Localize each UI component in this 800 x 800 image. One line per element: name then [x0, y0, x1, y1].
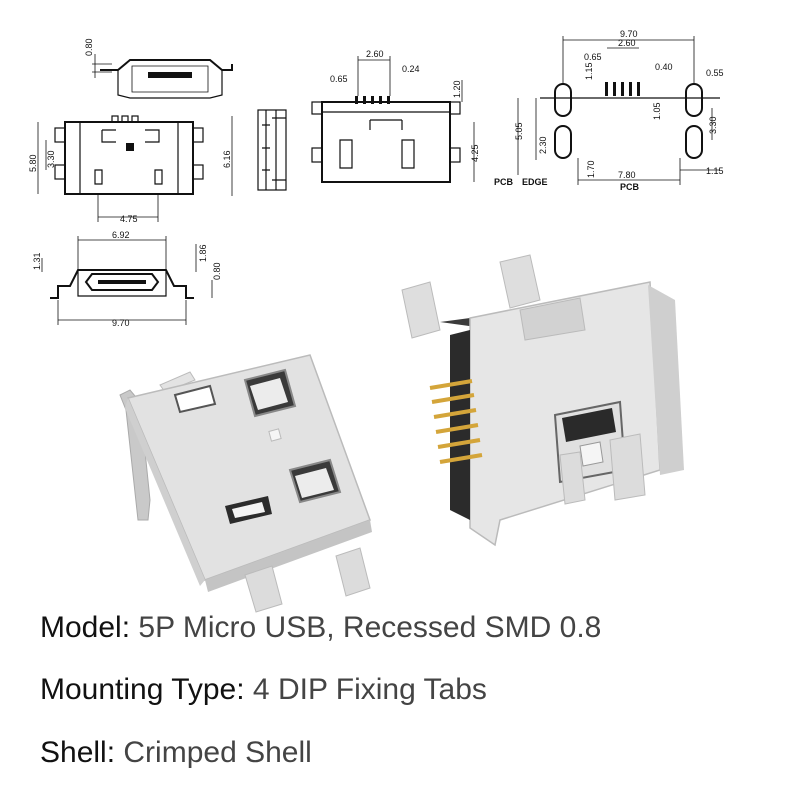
dim-label: 7.80: [618, 170, 636, 180]
pcb-label: PCB: [494, 177, 514, 187]
dim-label: 0.55: [706, 68, 724, 78]
dim-label: 1.15: [706, 166, 724, 176]
spec-mounting-type: Mounting Type: 4 DIP Fixing Tabs: [40, 672, 487, 708]
dim-label: 1.05: [652, 102, 662, 120]
spec-label: Mounting Type: [40, 673, 237, 706]
dim-label: 2.60: [618, 38, 636, 48]
pcb-layout: 9.70 2.60 1.15 0.65 0.40 0.55 5.05 2.30 …: [494, 29, 724, 192]
connector-photo-right: [401, 254, 684, 547]
receptacle-view: 6.92 1.31 1.86 0.80 9.70: [32, 230, 222, 328]
top-view: 4.75 5.80 3.30 6.16: [28, 115, 233, 224]
dim-label: 4.75: [120, 214, 138, 224]
dim-label: 4.25: [470, 144, 480, 162]
spec-label: Shell: [40, 736, 107, 769]
dim-label: 2.60: [366, 49, 384, 59]
dim-label: 1.86: [198, 244, 208, 262]
pcb-label: PCB: [620, 182, 640, 192]
dim-label: 1.20: [452, 80, 462, 98]
dim-label: 0.24: [402, 64, 420, 74]
side-profile: [257, 109, 287, 191]
dim-label: 9.70: [112, 318, 130, 328]
spec-colon: :: [236, 673, 253, 706]
dim-label: 6.92: [112, 230, 130, 240]
pcb-edge-label: EDGE: [522, 177, 548, 187]
dim-label: 0.65: [330, 74, 348, 84]
dim-label: 3.30: [708, 116, 718, 134]
dim-label: 5.80: [28, 154, 38, 172]
dim-label: 0.80: [84, 38, 94, 56]
spec-colon: :: [121, 611, 139, 644]
dim-label: 1.15: [584, 62, 594, 80]
spec-colon: :: [106, 736, 124, 769]
connector-photo-bottom: [119, 354, 372, 613]
dim-label: 0.65: [584, 52, 602, 62]
spec-label: Model: [40, 611, 122, 644]
dim-label: 1.70: [586, 160, 596, 178]
dim-label: 0.40: [655, 62, 673, 72]
dim-label: 2.30: [538, 136, 548, 154]
gold-pins: [429, 379, 483, 464]
front-view: 2.60 0.65 0.24 1.20 4.25: [311, 49, 480, 183]
dim-label: 6.16: [222, 150, 232, 168]
dim-label: 9.70: [620, 29, 638, 39]
dim-label: 1.31: [32, 252, 42, 270]
spec-model: Model: 5P Micro USB, Recessed SMD 0.8: [40, 610, 601, 646]
spec-shell: Shell: Crimped Shell: [40, 735, 312, 771]
dim-label: 3.30: [46, 150, 56, 168]
dim-label: 5.05: [514, 122, 524, 140]
spec-value: 5P Micro USB, Recessed SMD 0.8: [138, 611, 602, 644]
dim-label: 0.80: [212, 262, 222, 280]
spec-value: Crimped Shell: [123, 736, 312, 769]
spec-value: 4 DIP Fixing Tabs: [252, 673, 487, 706]
side-view-top: 0.80: [84, 38, 233, 99]
